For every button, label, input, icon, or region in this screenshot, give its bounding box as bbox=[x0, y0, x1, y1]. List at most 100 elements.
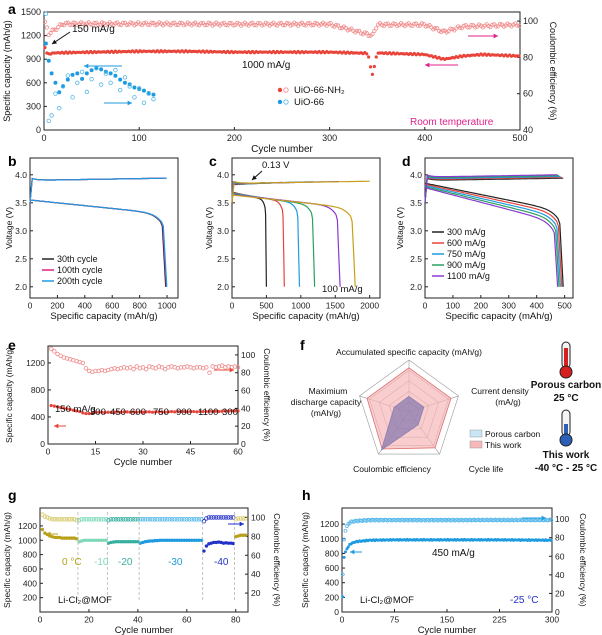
ce-point bbox=[159, 365, 165, 370]
capacity-point bbox=[214, 409, 218, 413]
y-axis-label: Specific capacity (mAh/g) bbox=[4, 347, 14, 443]
rate-label: 1100 bbox=[198, 407, 218, 418]
capacity-point bbox=[195, 410, 199, 414]
capacity-point bbox=[198, 409, 202, 414]
ce-point bbox=[106, 518, 111, 523]
charge-curve bbox=[231, 180, 370, 203]
y-tick-label: 800 bbox=[325, 548, 339, 558]
ce-point bbox=[204, 365, 209, 370]
capacity-point bbox=[43, 531, 47, 535]
x-tick-label: 300 bbox=[322, 133, 337, 143]
y-tick-label: 1200 bbox=[320, 519, 339, 529]
ce-point bbox=[342, 537, 347, 542]
plot-frame bbox=[43, 11, 521, 131]
y2-tick-label: 40 bbox=[555, 570, 565, 580]
x-tick-label: 0 bbox=[423, 301, 428, 311]
radar-series-area bbox=[380, 395, 425, 451]
plot-frame bbox=[29, 157, 179, 299]
capacity-point bbox=[179, 409, 183, 414]
uio66-ce-point bbox=[113, 67, 118, 73]
rate-label: 450 bbox=[110, 407, 126, 418]
uio66-capacity-point bbox=[151, 92, 156, 97]
ce-point bbox=[52, 349, 57, 354]
arrow-to-right-axis-head bbox=[127, 100, 132, 106]
uio66-capacity-point bbox=[132, 85, 137, 90]
plot-frame bbox=[231, 157, 381, 299]
uio66nh2-ce-point bbox=[42, 19, 48, 24]
thermometer-label: This work bbox=[543, 450, 590, 461]
capacity-point bbox=[144, 410, 148, 414]
ce-point bbox=[54, 517, 60, 522]
y-tick-label: 600 bbox=[26, 78, 41, 88]
capacity-point bbox=[131, 540, 135, 544]
ce-point bbox=[76, 518, 82, 523]
x-tick-label: 15 bbox=[91, 447, 101, 457]
uio66nh2-capacity-point bbox=[372, 64, 376, 69]
y-tick-label: 800 bbox=[23, 550, 37, 560]
y-tick-label: 0 bbox=[334, 607, 339, 617]
capacity-point bbox=[128, 410, 132, 414]
uio66nh2-ce-point bbox=[206, 20, 211, 25]
capacity-point bbox=[148, 539, 152, 543]
uio66nh2-ce-point bbox=[516, 23, 522, 29]
legend-marker bbox=[283, 99, 289, 105]
ce-point bbox=[116, 517, 121, 522]
uio66nh2-ce-point bbox=[366, 33, 371, 38]
ce-point bbox=[209, 515, 214, 520]
uio66-ce-point bbox=[132, 95, 137, 100]
uio66nh2-ce-point bbox=[88, 22, 93, 27]
capacity-point bbox=[99, 538, 103, 542]
annotation-arrow-head bbox=[52, 39, 57, 44]
ce-point bbox=[221, 515, 226, 520]
ce-point bbox=[243, 516, 248, 521]
annotation: -25 °C bbox=[510, 595, 538, 606]
y-tick-label: 3.0 bbox=[410, 226, 422, 236]
y2-tick-label: 100 bbox=[241, 350, 255, 360]
capacity-point bbox=[204, 409, 208, 414]
capacity-point bbox=[97, 410, 101, 414]
uio66nh2-ce-point bbox=[309, 23, 314, 28]
legend-label: 600 mA/g bbox=[447, 238, 486, 248]
y2-axis-label: Coulombic efficiency (%) bbox=[262, 348, 272, 442]
rate-label: 600 bbox=[130, 407, 146, 418]
capacity-point bbox=[160, 538, 165, 542]
ce-point bbox=[153, 366, 158, 371]
arrow-to-left-axis-head bbox=[46, 531, 51, 537]
uio66-ce-point bbox=[141, 100, 147, 105]
capacity-point bbox=[158, 538, 162, 542]
x-axis-label: Cycle number bbox=[114, 457, 173, 468]
thermometer-temp: 25 °C bbox=[553, 393, 578, 404]
uio66nh2-ce-point bbox=[465, 25, 470, 30]
uio66nh2-ce-point bbox=[284, 20, 289, 26]
ce-point bbox=[135, 517, 141, 522]
uio66nh2-ce-point bbox=[515, 23, 520, 28]
annotation: 450 mA/g bbox=[432, 548, 475, 559]
uio66nh2-ce-point bbox=[497, 22, 503, 27]
capacity-point bbox=[55, 405, 60, 409]
ce-point bbox=[162, 366, 168, 372]
x-tick-label: 100 bbox=[446, 301, 460, 311]
ce-point bbox=[59, 517, 65, 522]
discharge-curve bbox=[424, 182, 564, 287]
capacity-point bbox=[59, 405, 63, 410]
capacity-point bbox=[172, 538, 177, 542]
legend-label: Porous carbon bbox=[485, 429, 541, 439]
rate-label: 150 mA/g bbox=[55, 404, 96, 415]
ce-point bbox=[549, 518, 554, 523]
capacity-point bbox=[114, 540, 118, 544]
uio66-ce-point bbox=[108, 80, 113, 85]
capacity-point bbox=[230, 409, 234, 413]
uio66-ce-point bbox=[65, 73, 70, 78]
uio66nh2-capacity-point bbox=[43, 45, 47, 50]
capacity-point bbox=[128, 540, 133, 544]
capacity-point bbox=[160, 410, 164, 414]
ce-point bbox=[240, 516, 246, 521]
uio66-ce-point bbox=[127, 84, 132, 89]
radar-axis-label: Maximium bbox=[309, 386, 348, 396]
temperature-label: -40 bbox=[214, 557, 229, 568]
capacity-point bbox=[182, 409, 186, 414]
plot-frame bbox=[39, 507, 249, 613]
capacity-point bbox=[122, 410, 126, 414]
